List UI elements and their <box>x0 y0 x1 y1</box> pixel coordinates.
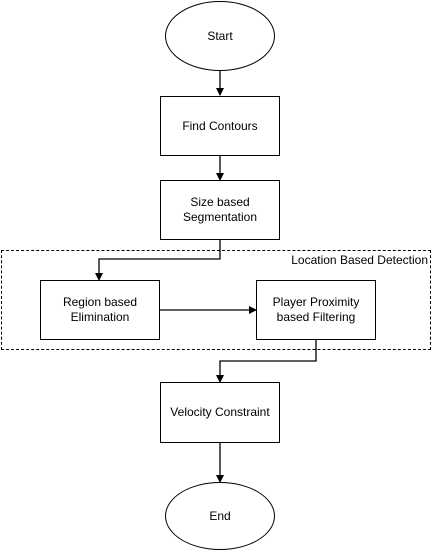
edge-size-segmentation-to-region-elimination <box>95 240 221 281</box>
region-elimination-node: Region based Elimination <box>40 280 160 340</box>
group-label: Location Based Detection <box>291 253 428 267</box>
velocity-constraint-node: Velocity Constraint <box>160 382 280 443</box>
end-node: End <box>165 482 275 550</box>
edge-player-proximity-to-velocity-constraint <box>216 340 317 383</box>
player-proximity-node: Player Proximity based Filtering <box>256 280 376 340</box>
find-contours-node: Find Contours <box>160 96 280 156</box>
location-based-detection-group <box>1 250 431 350</box>
start-node: Start <box>165 1 275 71</box>
size-segmentation-node: Size based Segmentation <box>160 180 280 240</box>
